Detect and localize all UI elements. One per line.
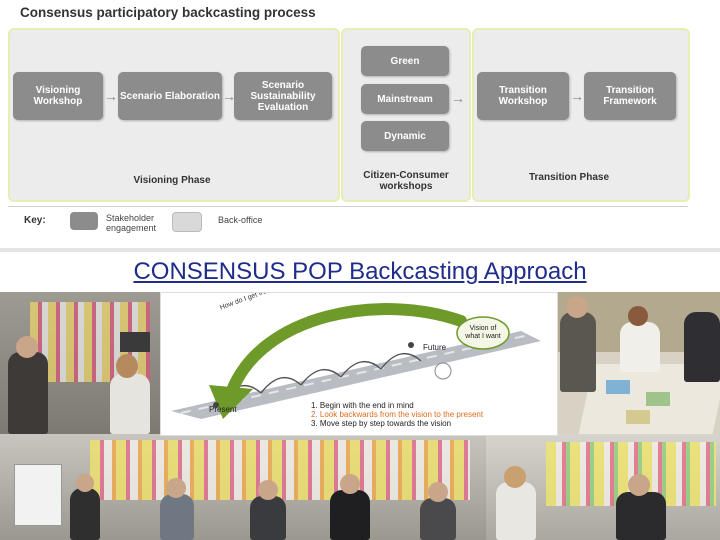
transition-framework-box: Transition Framework	[584, 72, 676, 120]
scenario-evaluation-box: Scenario Sustainability Evaluation	[234, 72, 332, 120]
diagram-title: Consensus participatory backcasting proc…	[20, 5, 316, 20]
workshops-label: Citizen-Consumer workshops	[363, 170, 449, 192]
mainstream-workshop-box: Mainstream	[361, 84, 449, 114]
dynamic-workshop-box: Dynamic	[361, 121, 449, 151]
workshop-photo-bottom-right	[486, 434, 720, 540]
arrow-icon: →	[222, 88, 236, 104]
backcasting-illustration: How do I get from today to achieve this …	[160, 292, 558, 436]
stakeholder-swatch	[70, 212, 98, 230]
backcasting-process-diagram: Consensus participatory backcasting proc…	[0, 0, 710, 248]
arrow-icon: →	[570, 88, 584, 104]
visioning-workshop-box: Visioning Workshop	[13, 72, 103, 120]
step-3: 3. Move step by step towards the vision	[311, 419, 452, 428]
separator	[0, 248, 720, 252]
step-2: 2. Look backwards from the vision to the…	[311, 410, 484, 419]
green-workshop-box: Green	[361, 46, 449, 76]
step-1: 1. Begin with the end in mind	[311, 401, 414, 410]
transition-phase-label: Transition Phase	[528, 172, 610, 183]
backoffice-key-text: Back-office	[218, 215, 263, 225]
backward-arrow	[225, 303, 467, 399]
backoffice-swatch	[172, 212, 202, 232]
divider	[8, 206, 688, 207]
workshop-photo-bottom-left	[0, 434, 486, 540]
stakeholder-key-text: Stakeholder engagement	[106, 213, 157, 233]
arrow-icon: →	[451, 90, 465, 106]
slide-caption: CONSENSUS POP Backcasting Approach	[133, 258, 587, 285]
transition-workshop-box: Transition Workshop	[477, 72, 569, 120]
backward-arrow-head-icon	[209, 385, 253, 419]
thinking-face-icon	[434, 362, 452, 380]
arrow-icon: →	[104, 88, 118, 104]
vision-label: Vision of what I want	[465, 325, 501, 340]
scenario-elaboration-box: Scenario Elaboration	[118, 72, 222, 120]
visioning-phase-label: Visioning Phase	[133, 175, 211, 186]
vision-bubble	[456, 316, 510, 350]
future-label: Future	[423, 343, 447, 352]
steps-list: 1. Begin with the end in mind 2. Look ba…	[311, 401, 483, 428]
key-label: Key:	[24, 215, 46, 226]
present-label: Present	[209, 405, 237, 414]
workshop-photo-top-right	[556, 292, 720, 434]
workshop-photo-top-left	[0, 292, 160, 434]
backcasting-road-graphic	[171, 303, 541, 419]
future-marker	[408, 342, 414, 348]
present-marker	[213, 402, 219, 408]
